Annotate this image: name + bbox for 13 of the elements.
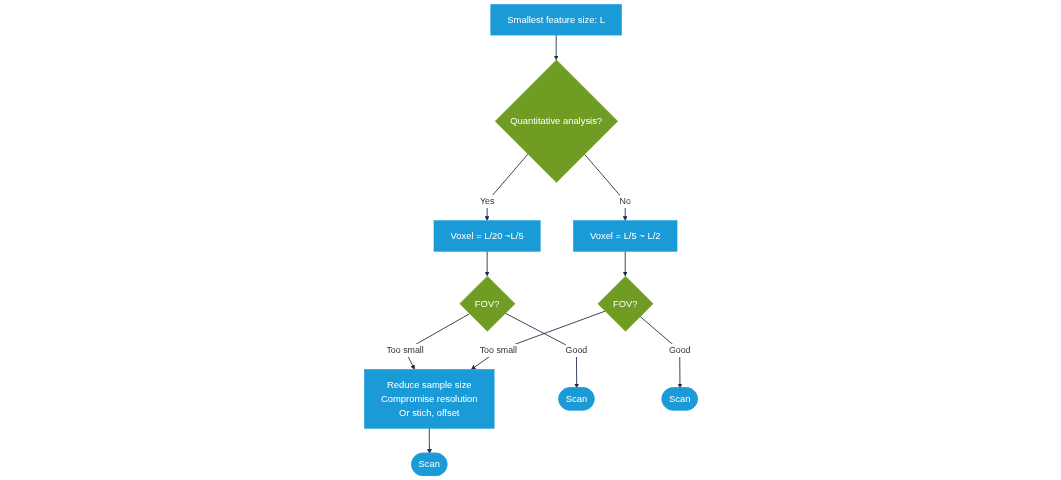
node-diamond: Quantitative analysis? [494,59,618,183]
node-diamond: FOV? [597,275,653,332]
edge-label: Too small [386,345,424,355]
edge-label: Good [565,345,587,355]
edge-label: Too small [479,345,517,355]
node-box: Voxel = L/20 ~L/5 [433,220,541,252]
edge-label: Yes [479,196,494,206]
node-diamond: FOV? [459,275,515,332]
node-box: Reduce sample size Compromise resolution Or stich, offset [363,369,495,429]
edge-label: No [619,196,631,206]
edge-label: Good [668,345,691,355]
node-box: Smallest feature size: L [490,4,622,36]
node-box: Voxel = L/5 ~ L/2 [572,220,677,252]
